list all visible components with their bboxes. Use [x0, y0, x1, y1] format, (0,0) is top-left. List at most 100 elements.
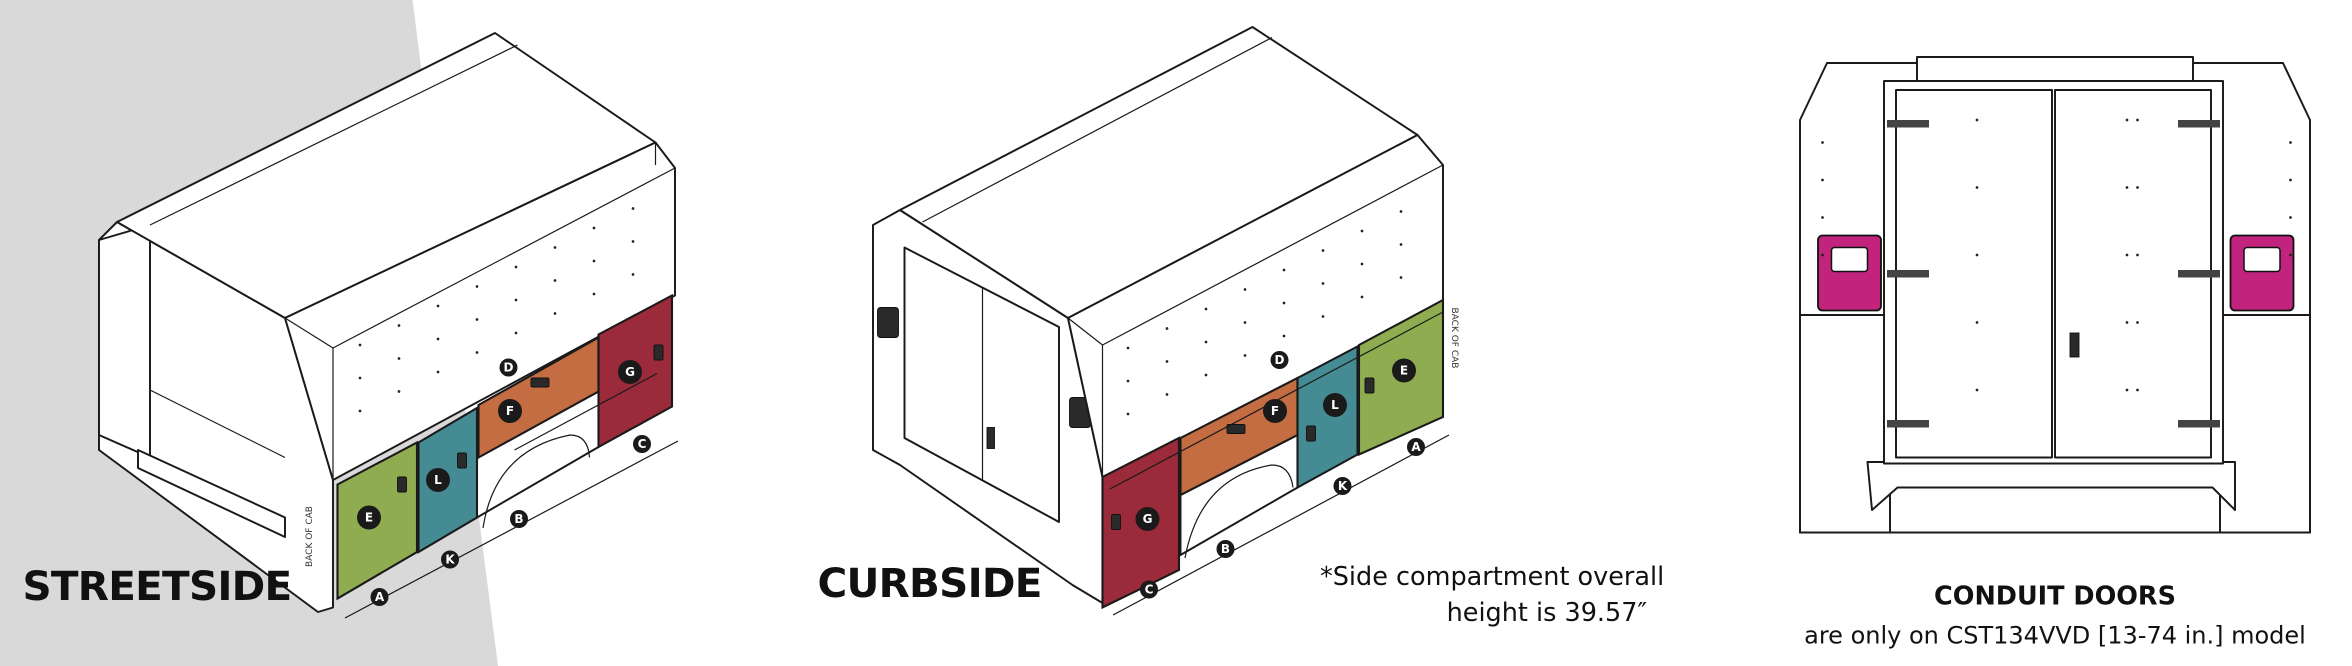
rear-latch-icon[interactable] [877, 307, 899, 338]
rivet-dot [1975, 118, 1979, 122]
rivet-dot [1204, 340, 1208, 344]
streetside-compartment-G[interactable]: G [597, 293, 674, 449]
conduit-latch-icon[interactable] [2243, 246, 2281, 273]
rivet-dot [1975, 186, 1979, 189]
dimension-B: B [510, 510, 528, 528]
rivet-dot [2136, 321, 2139, 324]
hinge-icons [1887, 120, 2220, 428]
rivet-dot [1399, 276, 1403, 279]
rivet-dot [1243, 321, 1247, 324]
rivet-dot [1282, 268, 1286, 272]
latch-icon[interactable] [457, 452, 467, 469]
latch-icon[interactable] [530, 377, 550, 388]
svg-text:C: C [638, 437, 647, 451]
compartment-label: G [625, 365, 635, 379]
rivet-dot [1321, 282, 1325, 285]
rivet-dot [631, 240, 635, 243]
rivet-dot [1243, 354, 1247, 357]
rivet-dot [1399, 210, 1403, 213]
latch-icon[interactable] [1226, 424, 1246, 434]
streetside-wheel-arch [482, 434, 591, 529]
rivet-dot [2289, 141, 2292, 144]
compartment-label: E [1400, 364, 1408, 378]
rivet-dot [1126, 412, 1130, 416]
curbside-rear-doors [903, 246, 1060, 523]
rivet-dot [2125, 253, 2129, 257]
rivet-dot [1165, 393, 1169, 396]
svg-text:B: B [1221, 542, 1230, 556]
conduit-rear-view: CONDUIT DOORS are only on CST134VVD [13-… [1799, 56, 2311, 650]
rivet-dot [1204, 373, 1208, 377]
rivet-dot [1126, 346, 1130, 350]
compartment-label: L [434, 473, 442, 487]
curbside-compartment-G[interactable]: G [1101, 436, 1181, 610]
compartment-label: G [1143, 512, 1153, 526]
rivet-dot [1243, 288, 1247, 291]
compartment-label: F [1271, 404, 1279, 418]
streetside-compartment-L[interactable]: L [417, 406, 479, 554]
latch-icon[interactable] [1364, 377, 1375, 394]
latch-icon[interactable] [653, 344, 664, 361]
curbside-side-wall [1067, 134, 1444, 478]
latch-icon[interactable] [397, 476, 407, 493]
streetside-view: E L F G BACK OF CAB A K B C D STREETSIDE [23, 32, 679, 619]
rivet-dot [1165, 360, 1169, 363]
svg-text:A: A [375, 590, 385, 604]
rivet-dot [1282, 301, 1286, 305]
rear-top-cap [1916, 56, 2194, 82]
latch-icon[interactable] [1111, 514, 1121, 530]
rivet-dot [436, 304, 440, 308]
rear-bumper [1866, 461, 2236, 511]
dimension-D: D [1270, 351, 1289, 369]
compartment-label: E [365, 511, 373, 525]
rivet-dot [2125, 321, 2129, 324]
dimension-A: A [1407, 438, 1425, 456]
rivet-dot [514, 298, 518, 302]
curbside-title: CURBSIDE [818, 559, 1042, 607]
rivet-dots [358, 118, 2292, 416]
rivet-dot [1821, 141, 1824, 144]
latch-icon[interactable] [1306, 425, 1316, 442]
rivet-dot [553, 279, 557, 282]
rivet-dot [2289, 253, 2292, 257]
rivet-dot [592, 226, 596, 230]
curbside-view: G F L E BACK OF CAB C B K A D CURBSIDE *… [818, 26, 1664, 628]
svg-text:D: D [504, 361, 514, 375]
rivet-dot [1399, 243, 1403, 246]
conduit-latch-icon[interactable] [1830, 246, 1869, 273]
rivet-dot [436, 370, 440, 374]
conduit-door-left[interactable] [1817, 234, 1882, 312]
rivet-dot [397, 390, 401, 393]
conduit-subtitle: are only on CST134VVD [13-74 in.] model [1804, 622, 2306, 650]
conduit-door-right[interactable] [2229, 234, 2295, 312]
rivet-dot [475, 351, 479, 354]
door-handle-icon[interactable] [2069, 332, 2080, 358]
rivet-dot [1360, 295, 1364, 299]
streetside-title: STREETSIDE [23, 562, 292, 610]
rivet-dot [1975, 253, 1979, 257]
curbside-wheel-arch [1184, 464, 1294, 559]
back-of-cab-label: BACK OF CAB [305, 506, 315, 567]
rivet-dot [553, 312, 557, 315]
rivet-dot [592, 259, 596, 263]
curbside-compartment-E[interactable]: E [1357, 298, 1445, 457]
streetside-side-wall [284, 141, 676, 481]
svg-text:B: B [514, 512, 523, 526]
rivet-dot [1321, 315, 1325, 318]
rivet-dot [553, 246, 557, 249]
rivet-dot [2125, 388, 2129, 392]
dimension-B: B [1216, 540, 1235, 558]
dimension-C: C [633, 435, 651, 453]
rivet-dot [1360, 229, 1364, 233]
rivet-dot [397, 357, 401, 360]
streetside-compartment-E[interactable]: E [336, 440, 419, 601]
rivet-dot [631, 273, 635, 276]
svg-text:K: K [445, 553, 455, 567]
rivet-dot [2136, 118, 2139, 122]
door-handle-icon[interactable] [986, 427, 995, 449]
svg-text:K: K [1338, 479, 1348, 493]
svg-text:C: C [1145, 583, 1154, 597]
rivet-dot [1360, 262, 1364, 266]
rivet-dot [358, 343, 362, 347]
rivet-dot [1821, 178, 1824, 182]
